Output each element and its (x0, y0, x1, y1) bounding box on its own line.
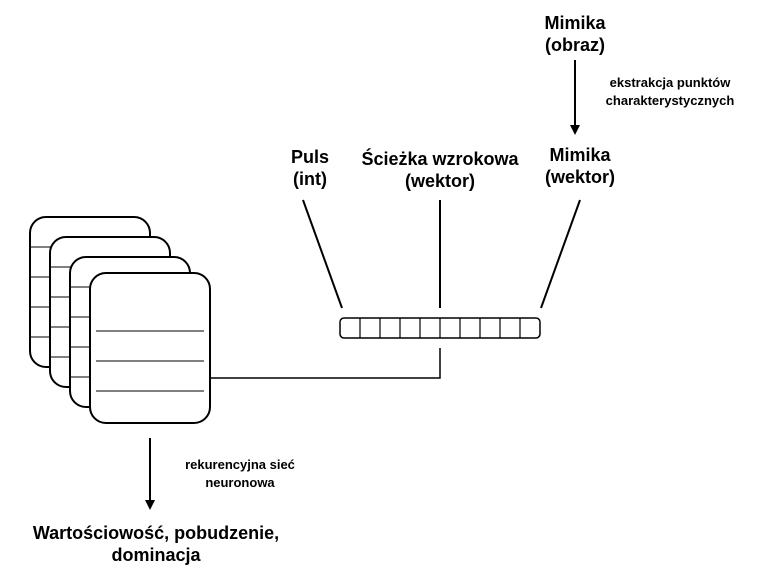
vector-to-network-connector (170, 348, 441, 379)
puls-connector (302, 199, 343, 309)
network-stack (29, 216, 211, 424)
mimika-vector-label: Mimika (wektor) (544, 145, 616, 187)
gaze-label: Ścieżka wzrokowa (wektor) (361, 149, 519, 191)
feature-vector (339, 317, 541, 339)
rnn-label: rekurencyjna sieć neuronowa (185, 457, 295, 490)
mimika-connector (540, 199, 581, 309)
mimika-image-label: Mimika (obraz) (544, 13, 606, 55)
puls-label: Puls (int) (290, 147, 330, 189)
extraction-label: ekstrakcja punktów charakterystycznych (605, 75, 735, 108)
network-card-4 (89, 272, 211, 424)
output-label: Wartościowość, pobudzenie, dominacja (32, 523, 280, 565)
